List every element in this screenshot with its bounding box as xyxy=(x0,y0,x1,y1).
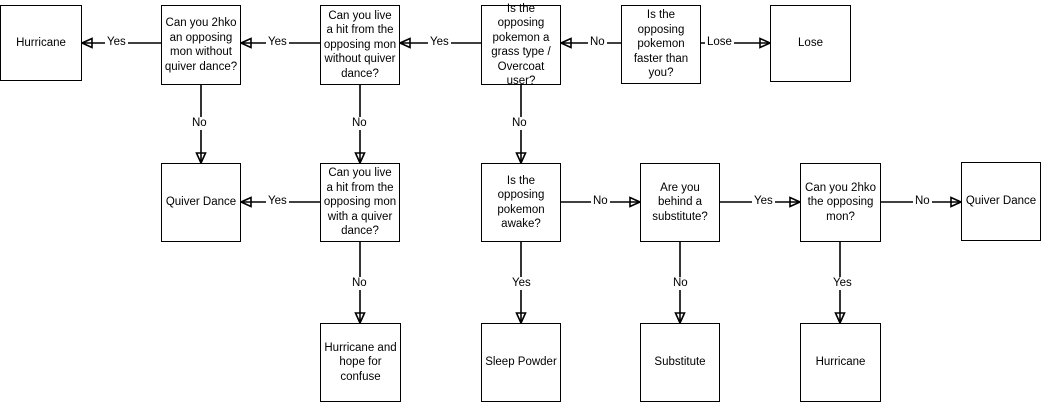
node-2hko-opposing-mon[interactable]: Can you 2hko the opposing mon? xyxy=(800,163,881,242)
node-substitute[interactable]: Substitute xyxy=(640,323,720,402)
edge-label-yes-2: Yes xyxy=(266,36,289,49)
node-sleep-powder[interactable]: Sleep Powder xyxy=(481,323,561,402)
node-2hko-without-quiver[interactable]: Can you 2hko an opposing mon without qui… xyxy=(161,5,241,85)
node-quiver-dance-right[interactable]: Quiver Dance xyxy=(961,162,1041,241)
edge-label-yes-5: Yes xyxy=(752,195,775,208)
node-hurricane-top-left[interactable]: Hurricane xyxy=(0,5,82,81)
node-live-hit-without-quiver[interactable]: Can you live a hit from the opposing mon… xyxy=(320,5,400,85)
edge-label-no-5: No xyxy=(591,195,610,208)
edge-label-yes-3: Yes xyxy=(428,36,451,49)
edge-label-no-2: No xyxy=(190,117,209,130)
node-live-hit-with-quiver[interactable]: Can you live a hit from the opposing mon… xyxy=(320,163,400,242)
edge-label-yes-4: Yes xyxy=(266,195,289,208)
edge-label-yes-7: Yes xyxy=(831,277,854,290)
node-grass-or-overcoat[interactable]: Is the opposing pokemon a grass type / O… xyxy=(481,3,561,87)
node-opposing-faster[interactable]: Is the opposing pokemon faster than you? xyxy=(621,5,701,84)
edge-label-no-4: No xyxy=(510,117,529,130)
edge-label-no-6: No xyxy=(913,195,932,208)
node-opposing-awake[interactable]: Is the opposing pokemon awake? xyxy=(481,163,561,242)
node-hurricane-bottom[interactable]: Hurricane xyxy=(800,323,881,402)
edge-label-lose: Lose xyxy=(705,36,734,49)
edge-label-yes-1: Yes xyxy=(105,36,128,49)
edge-label-no-8: No xyxy=(671,277,690,290)
edge-label-no-7: No xyxy=(350,277,369,290)
edge-label-no-3: No xyxy=(350,117,369,130)
node-quiver-dance-left[interactable]: Quiver Dance xyxy=(161,163,241,242)
node-behind-substitute[interactable]: Are you behind a substitute? xyxy=(640,163,720,242)
node-hurricane-hope-confuse[interactable]: Hurricane and hope for confuse xyxy=(320,323,401,402)
edge-label-yes-6: Yes xyxy=(510,277,533,290)
node-lose[interactable]: Lose xyxy=(770,5,851,82)
edge-label-no-1: No xyxy=(588,36,607,49)
